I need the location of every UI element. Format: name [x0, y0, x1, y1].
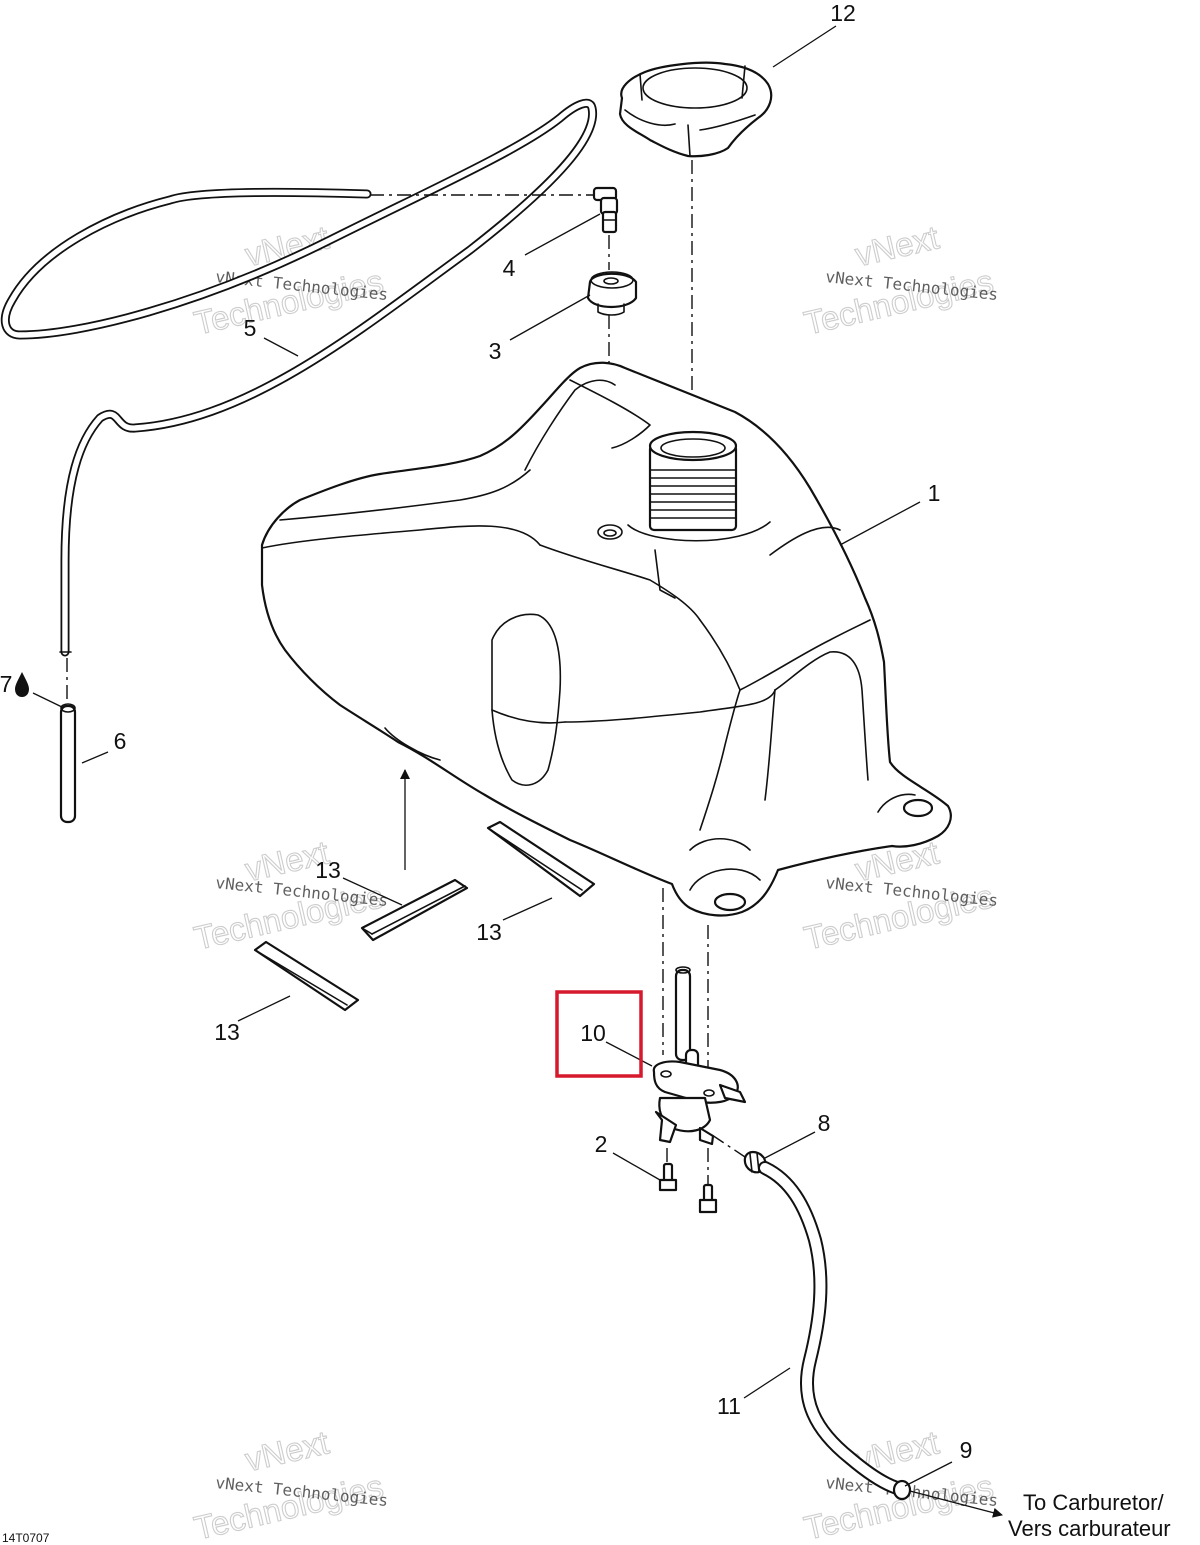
watermark-big-1: vNext: [242, 1423, 333, 1478]
callout-2: 2: [595, 1131, 608, 1157]
destination-line-1: To Carburetor/: [1023, 1490, 1165, 1515]
callouts: 12 4 3 5 1 7 6 13 13 13 10 2 8 11 9: [0, 0, 972, 1463]
foam-strip-upper: [486, 820, 596, 898]
foam-strip-middle: [360, 878, 469, 942]
callout-8: 8: [818, 1110, 831, 1136]
screw: [698, 1148, 718, 1214]
callout-4: 4: [503, 255, 516, 281]
callout-6: 6: [114, 728, 127, 754]
leader-lines: [32, 25, 953, 1487]
callout-10: 10: [580, 1020, 606, 1046]
callout-11: 11: [717, 1393, 741, 1419]
fuel-hose: [758, 1161, 904, 1495]
callout-7: 7: [0, 671, 12, 697]
callout-13: 13: [214, 1019, 240, 1045]
watermark-big-1: vNext: [852, 218, 943, 273]
destination-label: To Carburetor/ Vers carburateur: [1008, 1490, 1171, 1541]
callout-3: 3: [489, 338, 502, 364]
fuel-cap: [618, 61, 773, 158]
callout-13: 13: [315, 857, 341, 883]
grommet: [586, 271, 638, 316]
fuel-valve: [652, 966, 747, 1146]
callout-13: 13: [476, 919, 502, 945]
foam-strip-lower: [253, 940, 360, 1012]
vent-hose: [0, 98, 598, 657]
vent-fitting: [592, 186, 619, 234]
callout-1: 1: [928, 480, 941, 506]
callout-5: 5: [244, 315, 257, 341]
highlight-box: [555, 990, 643, 1078]
figure-code: 14T0707: [2, 1531, 50, 1545]
callout-9: 9: [960, 1437, 973, 1463]
hose-clamp: [711, 1134, 767, 1174]
screw: [658, 1148, 678, 1192]
oil-drop-icon: [15, 672, 29, 697]
vent-hose-end: [59, 658, 77, 824]
fuel-tank: [260, 361, 952, 917]
callout-12: 12: [830, 0, 856, 26]
destination-line-2: Vers carburateur: [1008, 1516, 1171, 1541]
